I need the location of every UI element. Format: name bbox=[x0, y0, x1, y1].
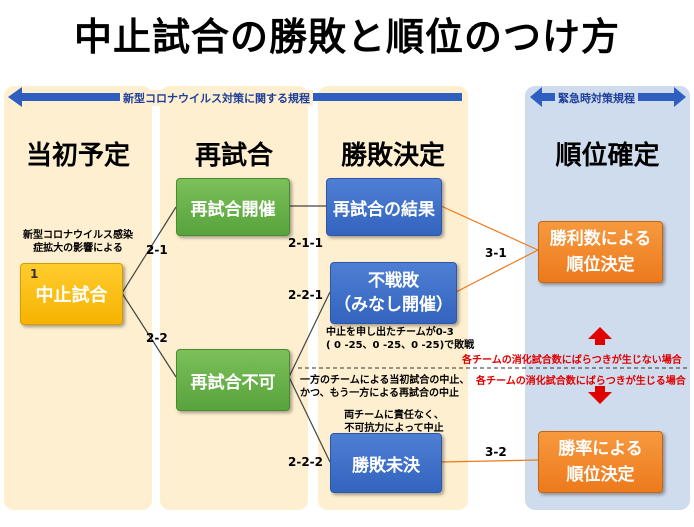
forfeit-line1: 不戦敗 bbox=[368, 271, 419, 291]
rank-by-wins-box: 勝利数による 順位決定 bbox=[538, 221, 663, 283]
forfeit-line2: （みなし開催） bbox=[334, 295, 453, 315]
label-2-2: 2-2 bbox=[146, 331, 168, 345]
covid-note-line2: 症拡大の影響による bbox=[33, 243, 123, 254]
column-ranking: 順位確定 bbox=[555, 141, 660, 171]
covid-note-line1: 新型コロナウイルス感染 bbox=[23, 230, 133, 241]
forfeit-note-line1: 中止を申し出たチームが0-3 bbox=[326, 327, 454, 338]
rematch-result-box: 再試合の結果 bbox=[326, 178, 442, 236]
line-2-2-2 bbox=[288, 376, 331, 463]
rank-by-rate-line2: 順位決定 bbox=[566, 465, 635, 485]
rank-by-rate-line1: 勝率による bbox=[558, 439, 643, 459]
red-up-arrow bbox=[588, 327, 612, 345]
cancelled-match-box: 1 中止試合 bbox=[20, 263, 123, 325]
red-down-arrow bbox=[588, 386, 612, 404]
both-teams-note: 両チームに責任なく、 不可抗力によって中止 bbox=[338, 409, 450, 435]
column-decision: 勝敗決定 bbox=[340, 141, 445, 171]
label-3-2: 3-2 bbox=[485, 445, 507, 459]
cancelled-match-label: 中止試合 bbox=[35, 285, 108, 306]
forfeit-box: 不戦敗 （みなし開催） bbox=[330, 262, 457, 324]
banner-emergency-rules: 緊急時対策規程 bbox=[555, 90, 638, 106]
column-initial-plan: 当初予定 bbox=[25, 141, 130, 171]
label-2-1-1: 2-1-1 bbox=[288, 236, 324, 250]
label-3-1: 3-1 bbox=[485, 246, 507, 260]
forfeit-note: 中止を申し出たチームが0-3 ( 0 -25、0 -25、0 -25)で敗戦 bbox=[326, 326, 474, 352]
line-2-2 bbox=[121, 292, 177, 378]
one-team-note-line2: かつ、もう一方による再試合の中止 bbox=[300, 388, 459, 399]
line-2-1 bbox=[121, 206, 177, 294]
page-title: 中止試合の勝敗と順位のつけ方 bbox=[73, 15, 620, 59]
label-2-1: 2-1 bbox=[146, 243, 168, 257]
rank-by-wins-line1: 勝利数による bbox=[549, 229, 652, 249]
rematch-impossible-box: 再試合不可 bbox=[176, 349, 290, 411]
column-rematch: 再試合 bbox=[194, 141, 273, 171]
label-2-2-1: 2-2-1 bbox=[288, 288, 324, 302]
cancelled-match-number: 1 bbox=[30, 267, 39, 281]
line-2-2-1 bbox=[288, 291, 331, 378]
label-2-2-2: 2-2-2 bbox=[288, 455, 324, 469]
undecided-box: 勝敗未決 bbox=[330, 433, 442, 493]
line-3-1b bbox=[455, 249, 539, 293]
both-teams-note-line1: 両チームに責任なく、 bbox=[344, 410, 444, 421]
rank-by-rate-box: 勝率による 順位決定 bbox=[538, 431, 663, 493]
forfeit-note-line2: ( 0 -25、0 -25、0 -25)で敗戦 bbox=[326, 340, 475, 351]
line-3-1a bbox=[440, 205, 539, 251]
no-variance-note: 各チームの消化試合数にばらつきが生じない場合 bbox=[462, 355, 682, 366]
one-team-note: 一方のチームによる当初試合の中止、 かつ、もう一方による再試合の中止 bbox=[300, 374, 469, 400]
panel-rematch bbox=[160, 86, 308, 510]
variance-note: 各チームの消化試合数にばらつきが生じる場合 bbox=[476, 376, 686, 387]
line-3-2 bbox=[440, 459, 539, 463]
banner-covid-rules: 新型コロナウイルス対策に関する規程 bbox=[120, 90, 313, 106]
rank-by-wins-line2: 順位決定 bbox=[566, 255, 635, 275]
one-team-note-line1: 一方のチームによる当初試合の中止、 bbox=[300, 375, 470, 386]
covid-note: 新型コロナウイルス感染 症拡大の影響による bbox=[18, 229, 138, 255]
rematch-held-box: 再試合開催 bbox=[176, 178, 290, 236]
both-teams-note-line2: 不可抗力によって中止 bbox=[344, 423, 444, 434]
